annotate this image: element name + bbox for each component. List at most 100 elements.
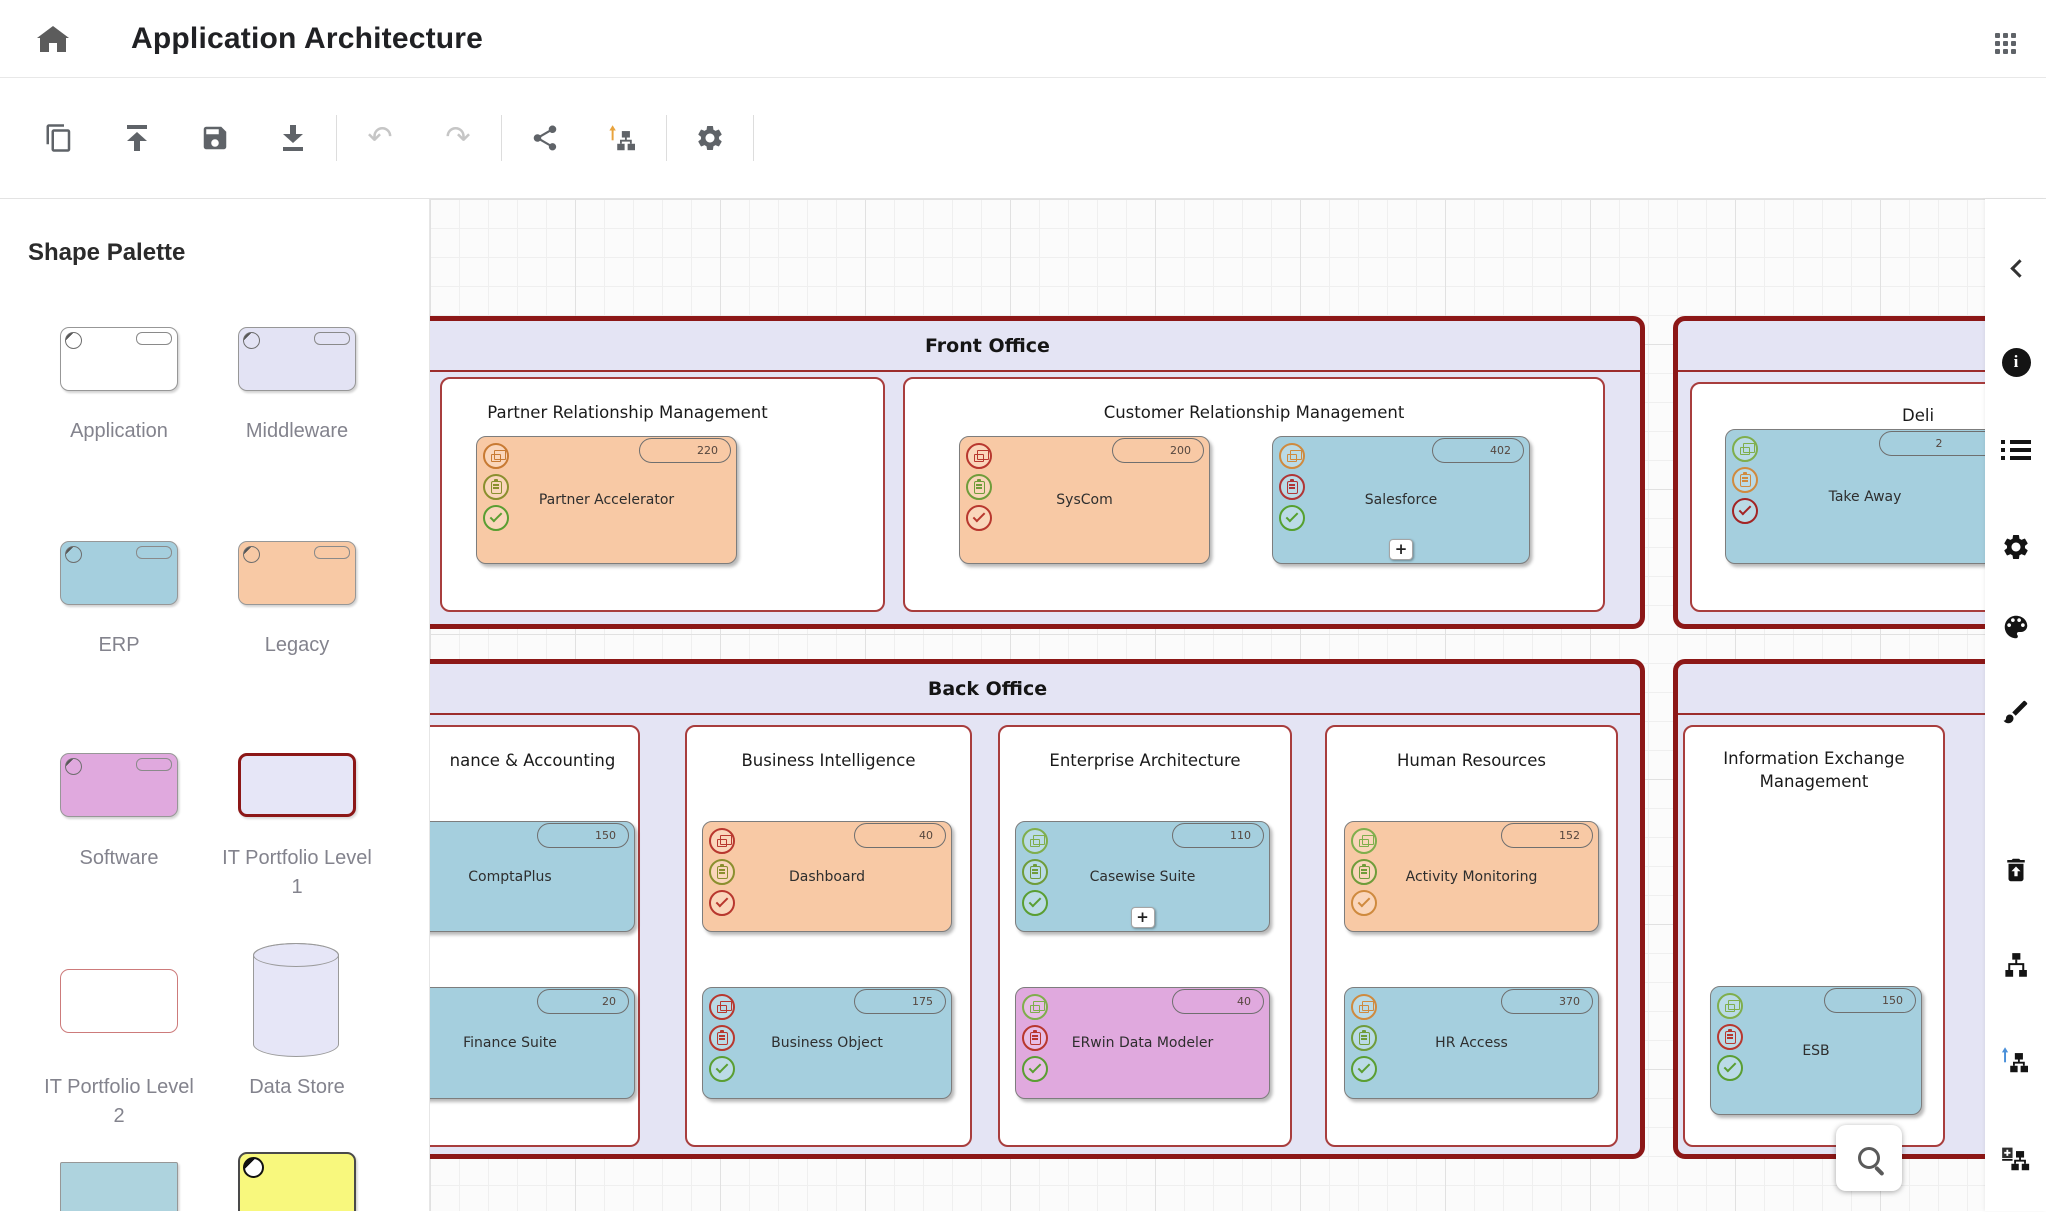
check-icon <box>1717 1055 1743 1081</box>
hierarchy-icon <box>2005 953 2027 977</box>
app-name: Take Away <box>1828 488 1902 505</box>
count-badge: 150 <box>1824 988 1916 1013</box>
app-node[interactable]: 402 Salesforce + <box>1272 436 1530 564</box>
chevron-left-icon <box>2009 258 2029 278</box>
clipboard-icon <box>1279 474 1305 500</box>
app-name: SysCom <box>1056 492 1113 508</box>
info-button[interactable] <box>1997 343 2035 381</box>
zone-title <box>1678 321 2046 372</box>
toolbar: ↶ ↷ <box>0 78 2046 199</box>
app-node[interactable]: 200 SysCom <box>959 436 1210 564</box>
count-badge: 20 <box>537 989 629 1014</box>
palette-button[interactable] <box>1997 608 2035 646</box>
redo-icon: ↷ <box>445 120 471 155</box>
palette-shape-application[interactable] <box>60 327 178 391</box>
hierarchy-button[interactable] <box>1997 946 2035 984</box>
settings-button[interactable] <box>671 108 749 168</box>
palette-shape-data-store[interactable] <box>253 943 339 1057</box>
zone-title: Front Office <box>430 321 1640 372</box>
app-node[interactable]: 150 ComptaPlus <box>430 821 635 932</box>
palette-shape-software[interactable] <box>60 753 178 817</box>
right-sidebar <box>1985 199 2046 1211</box>
palette-shape-legacy[interactable] <box>238 541 356 605</box>
settings-panel-button[interactable] <box>1997 528 2035 566</box>
undo-button[interactable]: ↶ <box>341 108 419 168</box>
brush-button[interactable] <box>1997 693 2035 731</box>
group-title: Business Intelligence <box>741 751 916 770</box>
app-node[interactable]: 2 Take Away <box>1725 429 2005 564</box>
palette-shape-it-portfolio-level-1[interactable] <box>238 753 356 817</box>
download-button[interactable] <box>254 108 332 168</box>
upload-button[interactable] <box>98 108 176 168</box>
app-node[interactable]: 40 ERwin Data Modeler <box>1015 987 1270 1099</box>
app-name: Activity Monitoring <box>1405 868 1538 885</box>
expand-button[interactable]: + <box>1130 907 1155 928</box>
count-badge: 402 <box>1432 438 1524 463</box>
expand-button[interactable]: + <box>1389 539 1413 560</box>
app-node[interactable]: 175 Business Object <box>702 987 952 1099</box>
copy-icon <box>1022 994 1048 1020</box>
share-button[interactable] <box>506 108 584 168</box>
save-button[interactable] <box>176 108 254 168</box>
clipboard-icon <box>483 474 509 500</box>
settings-icon <box>698 126 722 150</box>
hierarchy-add-button[interactable] <box>1997 1139 2035 1177</box>
app-node[interactable]: 20 Finance Suite <box>430 987 635 1099</box>
copy-icon <box>709 994 735 1020</box>
app-node[interactable]: 220 Partner Accelerator <box>476 436 737 564</box>
trash-restore-icon <box>2007 858 2025 882</box>
group-title: Deli <box>1902 406 1935 425</box>
info-icon <box>2001 347 2031 377</box>
delete-restore-button[interactable] <box>1997 851 2035 889</box>
copy-icon <box>709 828 735 854</box>
app-node[interactable]: 152 Activity Monitoring <box>1344 821 1599 932</box>
group-title: Information Exchange Management <box>1723 749 1905 791</box>
copy-button[interactable] <box>20 108 98 168</box>
collapse-panel-button[interactable] <box>1997 249 2035 287</box>
app-node[interactable]: 370 HR Access <box>1344 987 1599 1099</box>
palette-shape-middleware[interactable] <box>238 327 356 391</box>
home-button[interactable] <box>30 16 76 62</box>
check-icon <box>1351 1056 1377 1082</box>
check-icon <box>1022 890 1048 916</box>
check-icon <box>709 890 735 916</box>
palette-label: ERP <box>98 634 140 656</box>
toolbar-separator <box>501 115 502 161</box>
clipboard-icon <box>709 1025 735 1051</box>
app-node[interactable]: 150 ESB <box>1710 986 1922 1115</box>
palette-shape-note[interactable] <box>238 1152 356 1211</box>
hierarchy-upload-button[interactable] <box>584 108 662 168</box>
app-name: Business Object <box>771 1035 883 1051</box>
list-button[interactable] <box>1997 431 2035 469</box>
check-icon <box>1351 890 1377 916</box>
hierarchy-up-button[interactable] <box>1997 1041 2035 1079</box>
save-icon <box>203 126 227 150</box>
palette-shape-it-portfolio-level-2[interactable] <box>60 969 178 1033</box>
search-button[interactable] <box>1836 1125 1902 1191</box>
palette-label: IT Portfolio Level 1 <box>222 847 372 898</box>
apps-grid-button[interactable] <box>1982 20 2020 58</box>
redo-button[interactable]: ↷ <box>419 108 497 168</box>
count-badge: 152 <box>1501 823 1593 848</box>
app-name: ComptaPlus <box>468 868 552 885</box>
check-icon <box>966 505 992 531</box>
app-name: HR Access <box>1435 1035 1508 1051</box>
app-node[interactable]: 40 Dashboard <box>702 821 952 932</box>
copy-icon <box>46 124 71 152</box>
shape-palette: Shape Palette Application Middleware ERP… <box>0 199 430 1211</box>
diagram-canvas[interactable]: Front Office Back Office Partner Relatio… <box>430 199 2046 1211</box>
copy-icon <box>483 443 509 469</box>
count-badge: 150 <box>537 823 629 848</box>
home-icon <box>37 25 69 52</box>
group-title: Partner Relationship Management <box>487 403 768 422</box>
count-badge: 110 <box>1172 823 1264 848</box>
undo-icon: ↶ <box>367 120 393 155</box>
clipboard-icon <box>1351 1025 1377 1051</box>
app-node[interactable]: 110 Casewise Suite + <box>1015 821 1270 932</box>
clipboard-icon <box>1022 859 1048 885</box>
count-badge: 40 <box>854 823 946 848</box>
group-title: nance & Accounting <box>449 751 616 770</box>
palette-shape-plain[interactable] <box>60 1162 178 1211</box>
palette-shape-erp[interactable] <box>60 541 178 605</box>
palette-label: IT Portfolio Level 2 <box>44 1076 194 1127</box>
